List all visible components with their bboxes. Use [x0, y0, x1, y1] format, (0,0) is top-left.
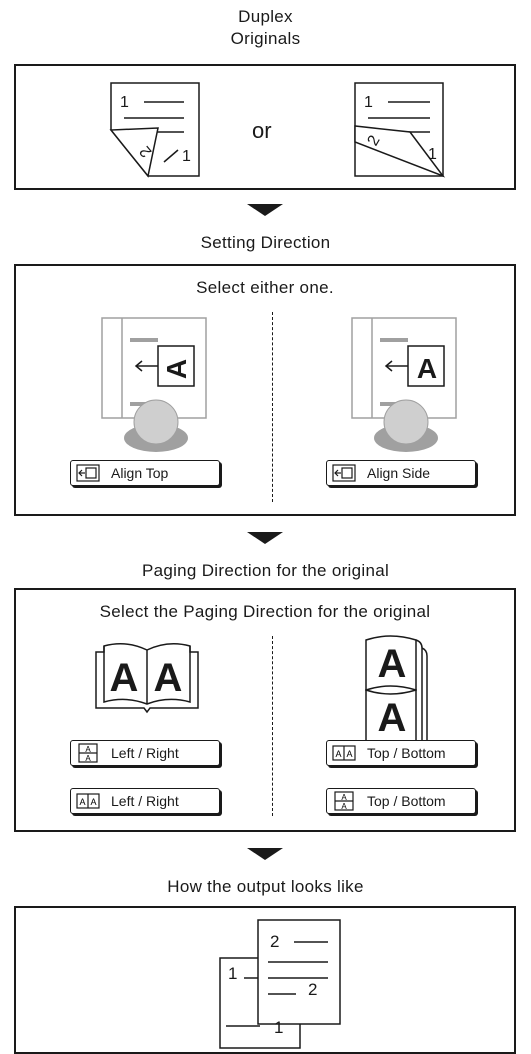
- down-arrow-icon: [247, 204, 283, 216]
- align-side-label: Align Side: [367, 465, 431, 481]
- output-pages-illustration: [219, 919, 341, 1049]
- svg-text:A: A: [335, 749, 341, 759]
- open-book-left-letter: A: [109, 656, 139, 700]
- output-preview-panel: 1 2 2 1: [14, 906, 516, 1054]
- paging-direction-instruction: Select the Paging Direction for the orig…: [99, 602, 431, 621]
- output-back-page-num: 1: [228, 964, 238, 983]
- duplex-right-original-icon: [354, 82, 446, 178]
- svg-text:A: A: [79, 797, 85, 807]
- or-label: or: [252, 118, 272, 143]
- duplex-heading-line1: Duplex: [238, 7, 293, 26]
- svg-text:A: A: [85, 745, 91, 754]
- duplex-originals-panel: 1 2 1 or 1 2 1: [14, 64, 516, 190]
- svg-text:A: A: [341, 793, 347, 802]
- align-side-button[interactable]: Align Side: [326, 460, 476, 486]
- top-bottom-duplex-label: Top / Bottom: [367, 793, 446, 809]
- left-original-page-num-1: 1: [120, 94, 129, 111]
- left-right-duplex-label: Left / Right: [111, 793, 179, 809]
- align-side-icon: [331, 463, 357, 483]
- setting-direction-heading: Setting Direction: [200, 233, 331, 252]
- paging-direction-heading: Paging Direction for the original: [141, 561, 390, 580]
- duplex-left-original-icon: [109, 82, 200, 178]
- down-arrow-icon: [247, 532, 283, 544]
- output-bottom-page-num: 1: [274, 1018, 284, 1037]
- paging-direction-divider: [272, 636, 273, 816]
- top-bottom-single-label: Top / Bottom: [367, 745, 446, 761]
- left-original-page-num-3: 1: [182, 148, 191, 165]
- align-top-letter: A: [161, 358, 192, 380]
- open-book-right-letter: A: [153, 656, 183, 700]
- align-side-machine-illustration: [351, 317, 457, 452]
- top-bound-booklet-icon: [365, 635, 428, 754]
- right-original-page-num-1: 1: [364, 94, 373, 111]
- output-front-page-num-top: 2: [270, 932, 280, 951]
- svg-text:A: A: [341, 802, 347, 811]
- align-top-label: Align Top: [111, 465, 169, 481]
- svg-text:A: A: [90, 797, 96, 807]
- down-arrow-icon: [247, 848, 283, 860]
- open-book-icon: [95, 643, 199, 714]
- duplex-heading-line2: Originals: [230, 29, 301, 48]
- booklet-bottom-letter: A: [377, 696, 407, 740]
- svg-text:A: A: [346, 749, 352, 759]
- setting-direction-panel: Select either one. A A Align Top: [14, 264, 516, 516]
- align-side-letter: A: [416, 353, 438, 384]
- output-front-page-num-bottom: 2: [308, 980, 318, 999]
- setting-direction-divider: [272, 312, 273, 502]
- left-right-single-label: Left / Right: [111, 745, 179, 761]
- output-heading: How the output looks like: [167, 877, 364, 896]
- align-top-machine-illustration: [101, 317, 207, 452]
- svg-text:A: A: [85, 754, 91, 763]
- setting-direction-instruction: Select either one.: [196, 278, 334, 297]
- booklet-top-letter: A: [377, 642, 407, 686]
- align-top-icon: [75, 463, 101, 483]
- align-top-button[interactable]: Align Top: [70, 460, 220, 486]
- right-original-page-num-3: 1: [428, 146, 437, 163]
- paging-direction-panel: Select the Paging Direction for the orig…: [14, 588, 516, 832]
